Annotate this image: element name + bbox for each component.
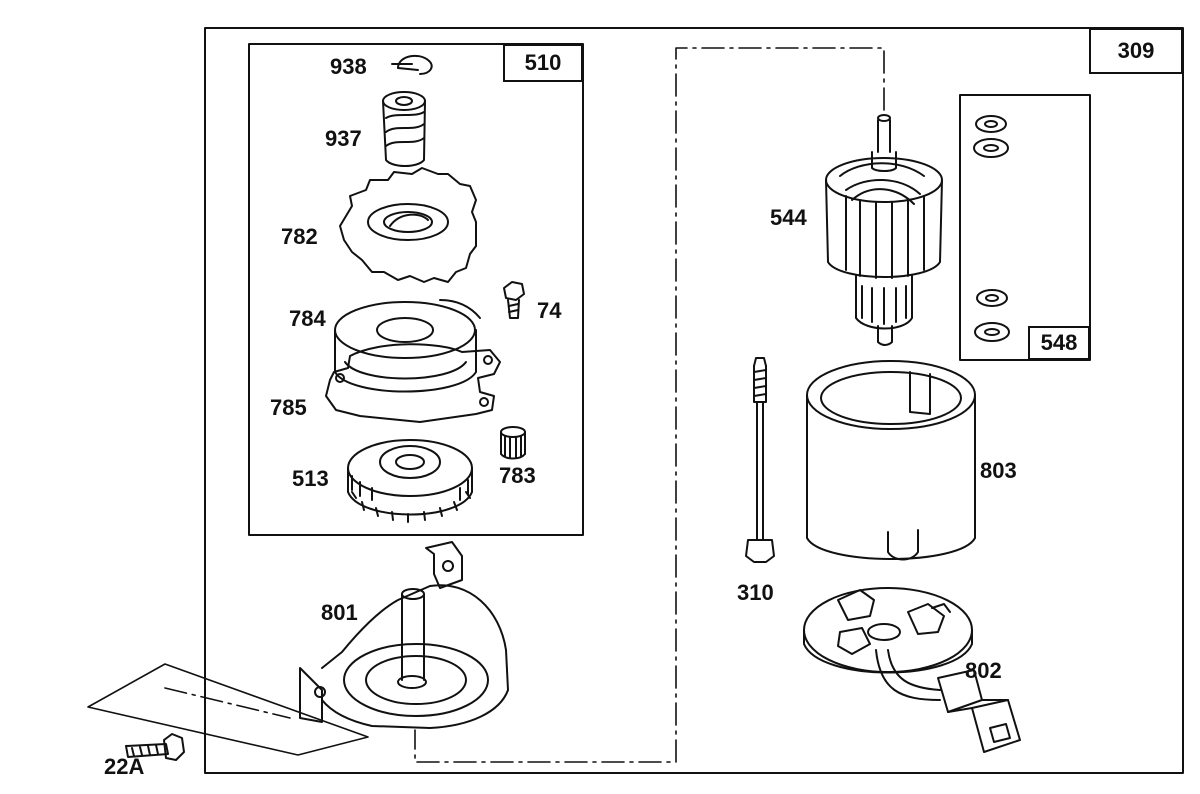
kit-label-510: 510: [503, 44, 583, 82]
part-label-802: 802: [965, 658, 1002, 683]
part-label-803: 803: [980, 458, 1017, 483]
mounting-plane-outline: [87, 663, 369, 756]
motor-housing-803: [806, 360, 976, 561]
retaining-clip-938: [391, 54, 433, 75]
outer-frame: [204, 27, 1184, 774]
part-label-782: 782: [281, 224, 318, 249]
brush-plate-802: [803, 587, 1021, 753]
part-label-310: 310: [737, 580, 774, 605]
part-label-937: 937: [325, 126, 362, 151]
small-gear-783: [500, 426, 526, 460]
spiral-drive-937: [382, 91, 426, 167]
kit-label-548: 548: [1028, 326, 1090, 360]
pinion-gear-782: [339, 167, 477, 283]
assembly-leader-lines: [164, 47, 885, 763]
part-label-22A: 22A: [104, 754, 145, 779]
drive-housing-784: [334, 299, 481, 393]
part-label-544: 544: [770, 205, 807, 230]
hardware-kit-frame: [959, 94, 1091, 361]
part-label-513: 513: [292, 466, 329, 491]
part-label-74: 74: [537, 298, 562, 323]
screw-74: [503, 281, 525, 319]
part-label-801: 801: [321, 600, 358, 625]
part-label-783: 783: [499, 463, 536, 488]
bolt-22A: [125, 733, 185, 761]
gasket-plate-785: [325, 343, 501, 423]
kit-label-309: 309: [1089, 28, 1183, 74]
washers-548: [973, 115, 1010, 342]
thru-bolt-310: [745, 357, 775, 563]
part-label-784: 784: [289, 306, 326, 331]
part-label-938: 938: [330, 54, 367, 79]
armature-544: [825, 114, 943, 346]
part-label-785: 785: [270, 395, 307, 420]
drive-kit-frame: [248, 43, 584, 536]
end-cap-801: [299, 541, 509, 729]
ring-gear-513: [347, 439, 473, 523]
